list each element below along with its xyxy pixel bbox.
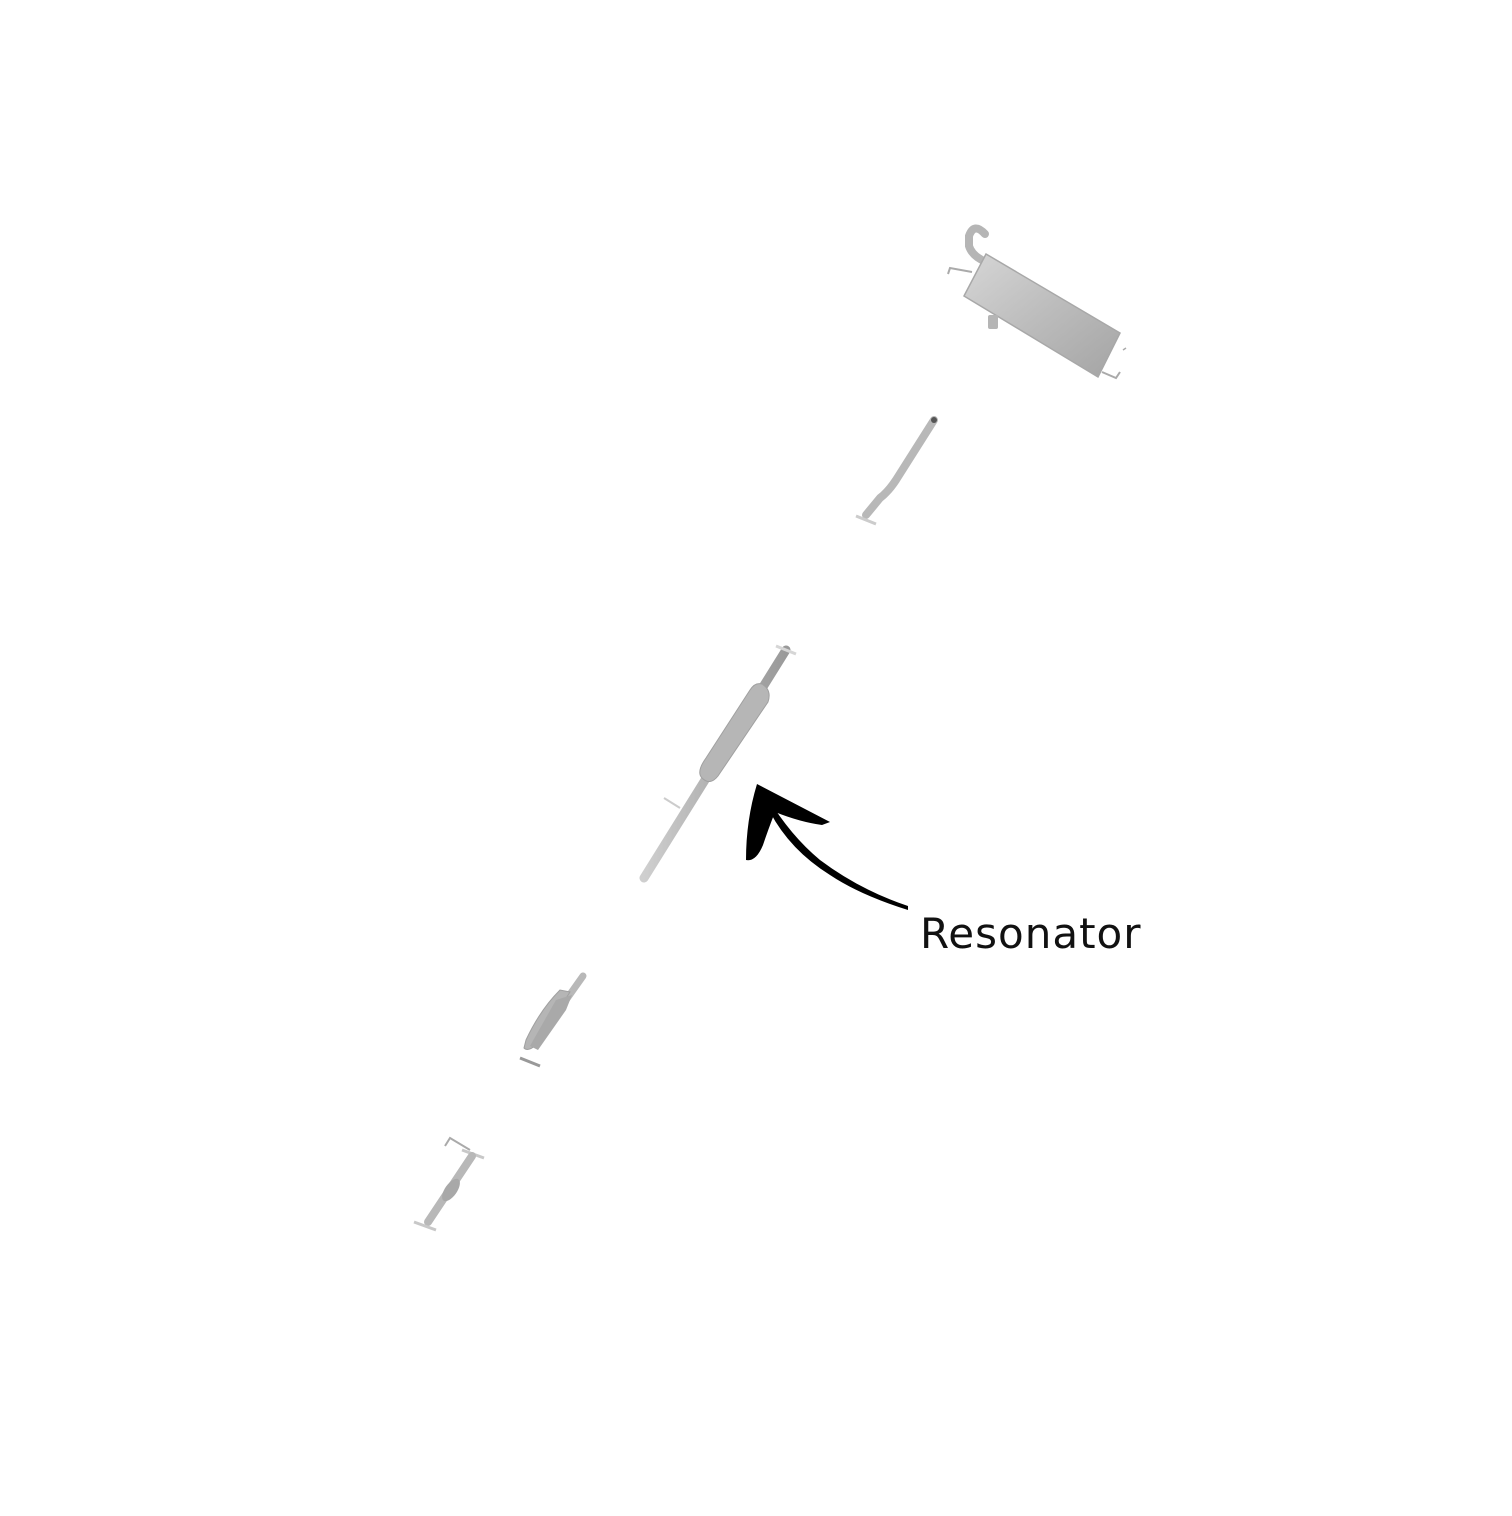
- resonator-part: [639, 644, 797, 883]
- front-pipe-part: [413, 1136, 485, 1232]
- curved-arrow-icon: [746, 784, 908, 910]
- muffler-part: [947, 224, 1127, 380]
- resonator-label: Resonator: [920, 909, 1142, 958]
- catalytic-converter-part: [519, 972, 587, 1068]
- tailpipe-part: [855, 416, 938, 526]
